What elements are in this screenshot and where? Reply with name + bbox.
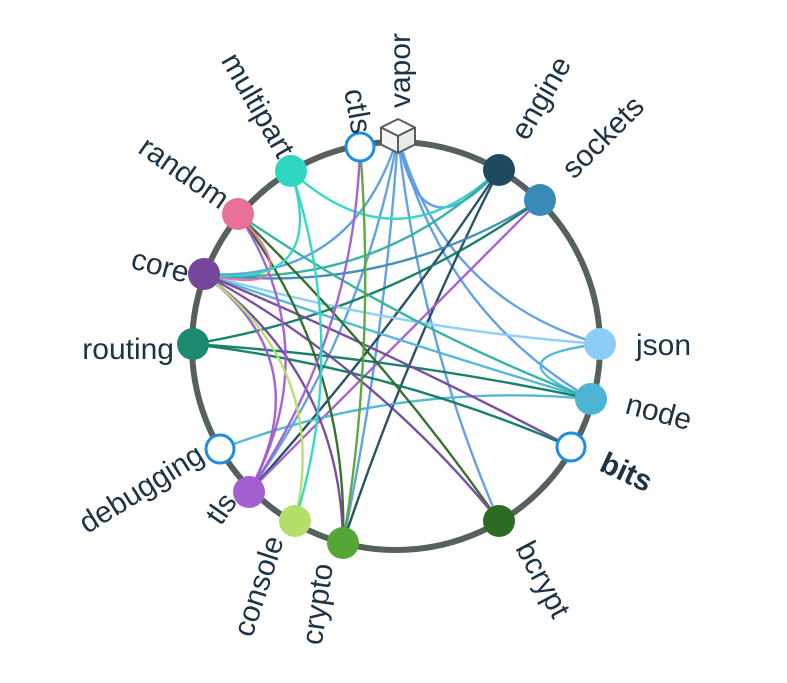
node-core[interactable] [188,258,220,290]
node-sockets[interactable] [524,184,556,216]
node-ctls[interactable] [344,131,376,163]
node-vapor-cube-icon[interactable] [380,118,416,154]
label-routing: routing [82,333,174,366]
edge-bcrypt-random [236,212,501,523]
label-debugging: debugging [73,438,209,540]
edge-sockets-routing [191,198,542,346]
node-tls[interactable] [233,476,265,508]
edge-console-multipart [289,169,323,523]
edge-vapor-core [202,134,400,276]
edge-crypto-random [236,212,345,545]
node-crypto[interactable] [327,527,359,559]
label-random: random [133,130,235,215]
node-console[interactable] [279,505,311,537]
edge-random-core [202,212,272,282]
label-multipart: multipart [214,47,300,164]
edge-vapor-bcrypt [396,134,501,523]
edge-node-debugging [218,394,593,451]
label-core: core [128,243,193,290]
edge-bcrypt-core [202,272,501,523]
label-crypto: crypto [296,561,340,647]
node-bits[interactable] [555,431,587,463]
edge-crypto-ctls [341,145,367,545]
edge-node-core [202,272,593,401]
edge-node-routing [191,342,593,401]
edge-engine-tls [247,168,501,494]
node-node[interactable] [575,383,607,415]
edge-sockets-tls [247,198,542,494]
node-debugging[interactable] [204,433,236,465]
label-vapor: vapor [384,33,417,108]
edge-bits-core [202,272,573,449]
edge-engine-multipart [289,168,501,220]
node-routing[interactable] [177,328,209,360]
edge-console-core [202,272,304,523]
label-bcrypt: bcrypt [509,536,577,624]
edge-sockets-core [202,198,542,280]
diagram-nodes [177,118,616,559]
edge-json-core [202,272,602,346]
edge-tls-random [236,212,287,494]
edge-tls-ctls [247,145,362,494]
label-sockets: sockets [556,90,651,185]
edge-engine-crypto [341,168,501,545]
node-multipart[interactable] [275,155,307,187]
label-bits: bits [595,446,657,498]
node-bcrypt[interactable] [483,505,515,537]
label-engine: engine [504,51,578,146]
label-console: console [227,532,290,641]
diagram-edges [191,134,602,545]
node-random[interactable] [222,198,254,230]
node-json[interactable] [584,328,616,360]
edge-bits-routing [191,342,573,449]
node-engine[interactable] [483,154,515,186]
label-node: node [622,388,695,437]
label-json: json [635,329,691,362]
label-ctls: ctls [337,86,377,136]
edge-multipart-core [202,169,301,278]
edge-vapor-crypto [341,134,400,545]
edge-node-random [236,212,593,401]
